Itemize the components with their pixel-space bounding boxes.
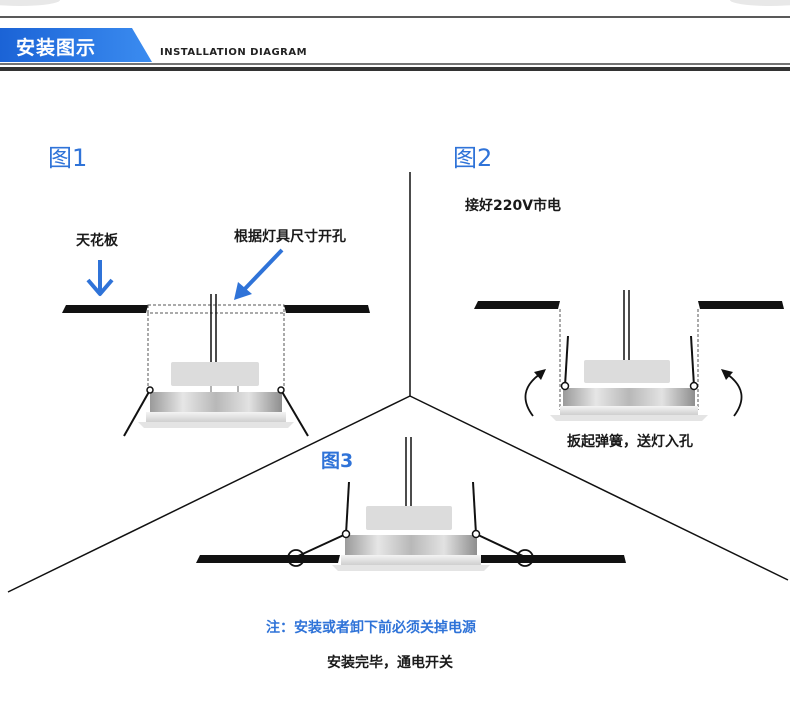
fig2-label: 图2 [453, 144, 493, 172]
fig3-clamp-right [516, 549, 534, 567]
fig1-hole-label: 根据灯具尺寸开孔 [234, 229, 346, 245]
fig1-lamp-flange [138, 422, 294, 428]
fig2-drawing [474, 290, 784, 421]
header-glow-left [0, 0, 60, 6]
header-title: 安装图示 [16, 37, 97, 59]
fig1-lamp-trim [146, 412, 286, 422]
fig1-spring-left [123, 389, 151, 437]
fig2-driver-box [584, 360, 670, 383]
warning-note: 注：安装或者卸下前必须关掉电源 [266, 620, 476, 636]
fig1-label: 图1 [48, 144, 88, 172]
fig3-ceiling-right [478, 555, 626, 563]
fig1-hole-arrow [234, 248, 284, 300]
header-subtitle: INSTALLATION DIAGRAM [160, 47, 308, 58]
fig3-lamp-body [345, 535, 477, 555]
fig2-ceiling-left [474, 301, 560, 309]
fig2-arrow-left [524, 369, 546, 417]
fig2-spring-right [690, 335, 695, 387]
fig3-clamp-left [287, 549, 305, 567]
fig3-spring-arm-left [345, 481, 350, 535]
divider-left-diagonal [7, 395, 411, 593]
fig1-ceiling-left [62, 305, 148, 313]
fig1-ceiling-right [284, 305, 370, 313]
fig2-lamp-body [563, 388, 695, 406]
divider-right-diagonal [409, 395, 789, 581]
fig2-arrow-right [721, 369, 743, 417]
fig3-lamp-trim [341, 555, 481, 565]
fig3-label: 图3 [321, 450, 354, 472]
fig3-spring-arm-right [472, 481, 477, 535]
fig3-ceiling-left [196, 555, 340, 563]
header-glow-right [730, 0, 790, 6]
fig2-lamp-flange [550, 415, 708, 421]
final-note: 安装完毕，通电开关 [327, 655, 453, 671]
fig3-spring-left [295, 533, 347, 558]
fig2-spring-left [564, 335, 569, 387]
fig3-spring-right [475, 533, 526, 558]
fig1-ceiling-label: 天花板 [76, 233, 118, 249]
fig3-drawing [196, 437, 626, 571]
header-tab [0, 28, 152, 62]
fig1-lamp-body [150, 392, 282, 412]
fig3-driver-box [366, 506, 452, 530]
fig2-spring-label: 扳起弹簧，送灯入孔 [567, 434, 693, 450]
fig1-ceiling-arrow [86, 260, 114, 296]
fig1-drawing [62, 248, 370, 437]
fig2-lamp-trim [560, 406, 698, 415]
fig1-driver-box [171, 362, 259, 386]
fig2-ceiling-right [698, 301, 784, 309]
fig1-spring-right [280, 389, 309, 437]
fig2-power-label: 接好220V市电 [465, 198, 562, 214]
fig3-lamp-flange [332, 565, 490, 571]
